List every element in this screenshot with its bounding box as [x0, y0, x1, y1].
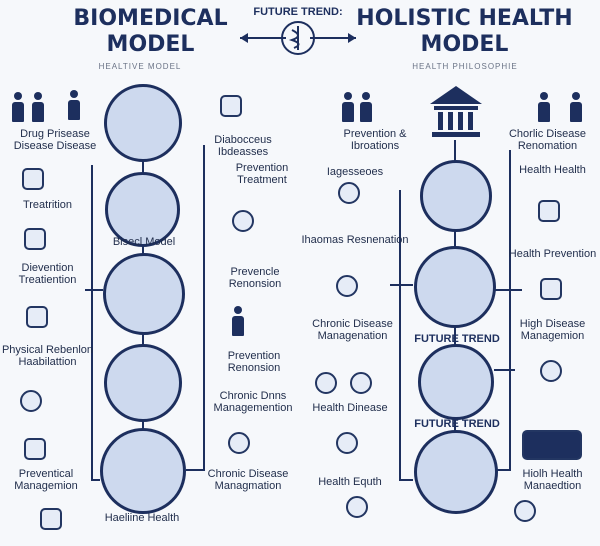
left-subheader: HEALTIVE MODEL — [98, 62, 182, 71]
stethoscope-icon — [540, 278, 562, 300]
virus-node-lower — [418, 344, 494, 420]
person-icon — [12, 92, 24, 122]
left-title: BIOMEDICAL MODEL — [73, 6, 228, 57]
right-title: HOLISTIC HEALTH MODEL — [356, 6, 573, 57]
left-chronic-mgmt: Chronic Disease Managmation — [207, 468, 289, 492]
person-icon — [360, 92, 372, 122]
person-icon — [32, 92, 44, 122]
target-icon — [346, 496, 368, 518]
left-people-caption: Drug Prisease Disease Disease — [13, 128, 97, 152]
gears-icon — [315, 372, 337, 394]
right-health-prevention: Health Prevention — [508, 248, 597, 260]
right-future-trend-a: FUTURE TREND — [414, 333, 500, 345]
caduceus-node — [414, 246, 496, 328]
lungs-node — [104, 84, 182, 162]
left-prevention-caption: Prevention Treatment — [235, 162, 289, 186]
doctor-icon — [232, 306, 244, 336]
person-icon — [342, 92, 354, 122]
right-increasing-caption: Ihaomas Resnenation — [301, 234, 409, 246]
truck-icon — [522, 430, 582, 460]
gears-icon — [350, 372, 372, 394]
virus-icon — [232, 210, 254, 232]
pill-icon — [40, 508, 62, 530]
right-chronic-mgmt: Chronic Disease Managenation — [312, 318, 393, 342]
right-prevention-caption: Prevention & Ibroations — [343, 128, 407, 152]
left-intervention-caption: Dievention Treatiention — [18, 262, 77, 286]
test-tubes-icon — [538, 200, 560, 222]
right-future-trend-b: FUTURE TREND — [414, 418, 500, 430]
person-icon — [68, 90, 80, 120]
left-treatment-caption: Treatrition — [22, 199, 73, 211]
caduceus-icon — [240, 21, 356, 55]
virus-icon — [338, 182, 360, 204]
virus-icon — [228, 432, 250, 454]
lungs-node-bottom — [100, 428, 186, 514]
right-ingressores: Iagesseoes — [326, 166, 384, 178]
network-node-lower — [104, 344, 182, 422]
caduceus-node-bottom — [414, 430, 498, 514]
person-icon — [538, 92, 550, 122]
clipboard-icon — [24, 228, 46, 250]
left-chronic-caption: Chronic Dnns Managemention — [213, 390, 293, 414]
document-icon — [220, 95, 242, 117]
left-prevention-renosion: Prevencle Renonsion — [228, 266, 282, 290]
target-icon — [20, 390, 42, 412]
right-health-disease: Health Dinease — [312, 402, 388, 414]
chart-icon — [24, 438, 46, 460]
left-healing-caption: Haeliine Health — [104, 512, 180, 524]
right-subheader: HEALTH PHILOSOPHIE — [412, 62, 518, 71]
left-model-caption: Bisecl Model — [112, 236, 176, 248]
virus-icon — [336, 275, 358, 297]
right-high-disease: High Disease Managemion — [519, 318, 586, 342]
left-physical-caption: Physical Rebenlon Haabilattion — [1, 344, 94, 368]
right-health-equity: Health Equth — [318, 476, 382, 488]
network-node-main — [103, 253, 185, 335]
right-chronic-caption: Chorlic Disease Renomation — [508, 128, 587, 152]
gear-icon — [514, 500, 536, 522]
left-prevention-rbr: Prevention Renonsion — [227, 350, 281, 374]
left-top-right-caption: Diabocceus Ibdeasses — [214, 134, 272, 158]
virus-icon — [336, 432, 358, 454]
right-high-health: Hiolh Health Manaedtion — [522, 468, 583, 492]
left-preventive-caption: Preventical Managemion — [14, 468, 78, 492]
institution-icon — [430, 86, 482, 137]
network-node — [105, 172, 180, 247]
right-health-caption: Health Health — [519, 164, 586, 176]
person-icon — [570, 92, 582, 122]
gear-icon — [540, 360, 562, 382]
document-icon — [26, 306, 48, 328]
clinic-icon — [22, 168, 44, 190]
center-title: FUTURE TREND: — [253, 6, 343, 18]
virus-node — [420, 160, 492, 232]
